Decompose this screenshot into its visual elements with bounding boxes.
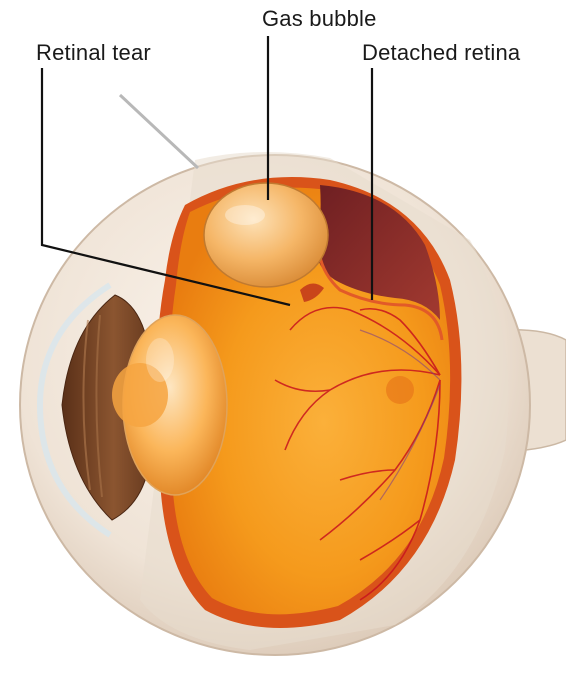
label-detached-retina: Detached retina xyxy=(362,40,520,66)
label-retinal-tear: Retinal tear xyxy=(36,40,151,66)
instrument-line xyxy=(120,95,198,168)
gas-bubble-icon xyxy=(204,183,328,287)
macula xyxy=(386,376,414,404)
label-gas-bubble: Gas bubble xyxy=(262,6,377,32)
